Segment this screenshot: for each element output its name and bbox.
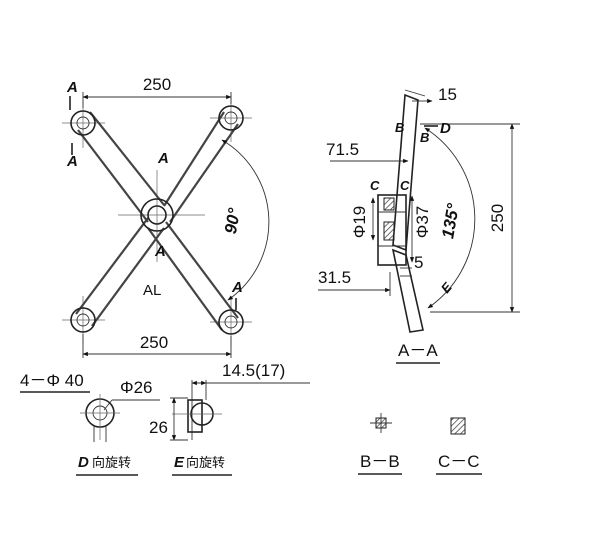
- caption-b-b: B－B: [360, 452, 400, 471]
- dim-holes-4-40: 4－Φ 40: [20, 371, 84, 390]
- label-c-2: C: [400, 178, 410, 193]
- label-d: D: [440, 120, 451, 137]
- detail-e-caption: 向旋转: [186, 455, 225, 470]
- section-arm-lower: [391, 248, 424, 333]
- detail-d-caption: 向旋转: [92, 455, 131, 470]
- section-c-c: C－C: [436, 417, 482, 475]
- detail-e-flange: [187, 399, 203, 433]
- dim-diameter-37: Φ37: [413, 206, 432, 238]
- angle-90: 90°: [221, 207, 244, 236]
- dim-bottom-250: 250: [140, 333, 168, 352]
- detail-e-letter: E: [174, 454, 185, 471]
- hub-outer: [140, 198, 174, 232]
- angle-arc-90: [221, 139, 270, 301]
- label-c-1: C: [370, 178, 380, 193]
- hole-top-right: [218, 105, 244, 131]
- angle-arc-135: [424, 127, 476, 309]
- section-hub: [377, 194, 407, 266]
- hole-top-left: [70, 110, 96, 136]
- dim-31-5: 31.5: [318, 268, 351, 287]
- dim-inner-26: Φ26: [120, 378, 152, 397]
- label-b-1: B: [395, 120, 404, 135]
- dim-71-5: 71.5: [326, 140, 359, 159]
- hole-bottom-right: [218, 309, 244, 335]
- hole-bottom-left: [70, 307, 96, 333]
- dim-height-250: 250: [488, 204, 507, 232]
- dim-height-26: 26: [149, 418, 168, 437]
- dim-15: 15: [438, 85, 457, 104]
- section-c-c-shape: [450, 417, 466, 435]
- caption-c-c: C－C: [438, 452, 480, 471]
- hub-inner: [147, 205, 167, 225]
- dim-diameter-19: Φ19: [350, 206, 369, 238]
- section-a-a: 15 71.5 31.5 Φ19 Φ37 5 135° 250 B B C C …: [318, 85, 520, 364]
- section-mark-a-1: A: [66, 79, 78, 96]
- detail-d: 4－Φ 40 Φ26 D 向旋转: [20, 371, 160, 476]
- dim-top-250: 250: [143, 75, 171, 94]
- angle-135: 135°: [438, 202, 463, 240]
- section-mark-a-2: A: [66, 153, 78, 170]
- detail-d-letter: D: [78, 454, 89, 471]
- dim-5: 5: [414, 253, 423, 272]
- label-b-2: B: [420, 130, 429, 145]
- section-mark-a-3: A: [157, 150, 169, 167]
- label-al: AL: [143, 282, 161, 299]
- section-mark-a-4: A: [154, 243, 166, 260]
- label-e: E: [438, 279, 455, 296]
- front-view: 250 250 90° AL A A A A A: [62, 75, 270, 358]
- section-mark-a-5: A: [231, 279, 243, 296]
- caption-a-a: A－A: [398, 341, 438, 360]
- section-b-b: B－B: [358, 413, 402, 475]
- detail-e: 14.5(17) 26 E 向旋转: [149, 361, 310, 476]
- dim-14-5-17: 14.5(17): [222, 361, 285, 380]
